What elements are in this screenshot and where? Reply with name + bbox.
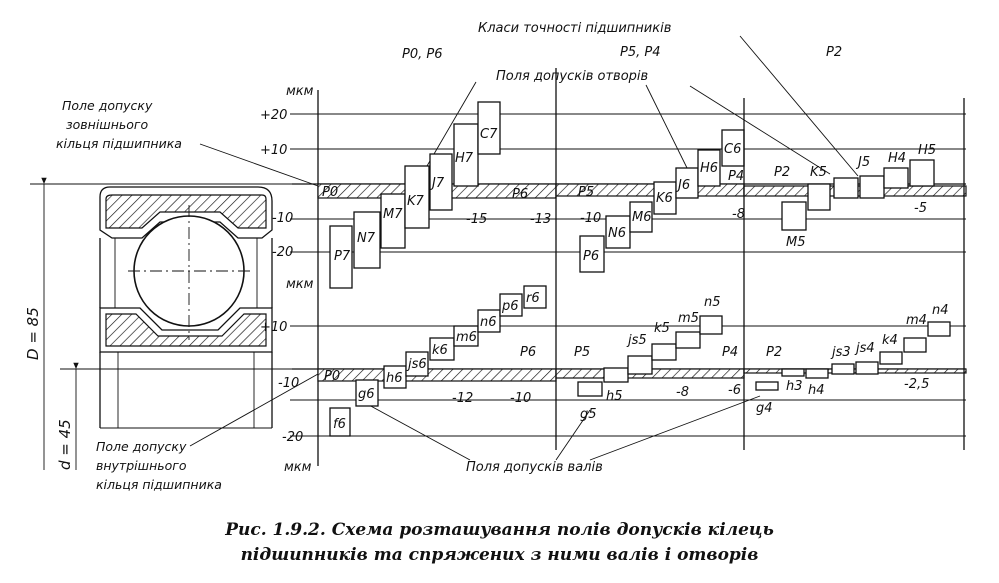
field-js5: js5 xyxy=(626,333,647,348)
field-M7: M7 xyxy=(383,207,403,222)
field-n5: n5 xyxy=(704,295,721,310)
field-n6: n6 xyxy=(480,315,497,330)
field-N6: N6 xyxy=(608,226,626,241)
dev-top-15: -15 xyxy=(466,212,487,227)
outer-ring-note-3: кільця підшипника xyxy=(56,136,182,151)
top-axis-unit: мкм xyxy=(286,84,314,99)
bottom-tick-plus10: +10 xyxy=(260,320,287,335)
band-label-p4: P4 xyxy=(728,169,744,184)
field-r6: r6 xyxy=(526,291,540,306)
field-P2-label: P2 xyxy=(774,165,790,180)
dev-bottom-25: -2,5 xyxy=(904,377,929,392)
bearing-drawing xyxy=(30,183,330,429)
top-tick-minus10: -10 xyxy=(272,211,293,226)
dev-bottom-8: -8 xyxy=(676,385,689,400)
dev-top-10: -10 xyxy=(580,211,601,226)
field-J7: J7 xyxy=(429,176,445,191)
field-N7: N7 xyxy=(357,231,376,246)
inner-label-p4: P4 xyxy=(722,345,738,360)
bottom-axis-unit-top: мкм xyxy=(286,277,314,292)
dev-bottom-10: -10 xyxy=(510,391,531,406)
field-js3: js3 xyxy=(830,345,851,360)
outer-ring-hatch xyxy=(105,194,267,229)
field-M6: M6 xyxy=(632,210,652,225)
outer-diameter-label: D = 85 xyxy=(24,307,42,360)
top-tick-plus10: +10 xyxy=(260,143,287,158)
field-C7: C7 xyxy=(480,127,498,142)
field-p6: p6 xyxy=(501,299,519,314)
holes-chart: мкм +20 +10 -10 -20 P0 P6 P5 P4 -15 -13 … xyxy=(260,84,967,290)
field-m5: m5 xyxy=(678,311,699,326)
field-H4: H4 xyxy=(888,151,906,166)
inner-label-p2: P2 xyxy=(766,345,782,360)
field-P7: P7 xyxy=(334,249,351,264)
inner-ring-note-1: Поле допуску xyxy=(96,439,187,454)
field-h4: h4 xyxy=(808,383,825,398)
inner-label-p0: P0 xyxy=(324,369,340,384)
field-g4: g4 xyxy=(756,401,773,416)
inner-label-p5: P5 xyxy=(574,345,590,360)
shafts-fields-title: Поля допусків валів xyxy=(466,460,603,475)
figure-caption-line-2: підшипників та спряжених з ними валів і … xyxy=(240,545,759,565)
inner-ring-note-2: внутрішнього xyxy=(96,458,187,473)
band-label-p0: P0 xyxy=(322,185,338,200)
field-js4: js4 xyxy=(854,341,875,356)
dev-top-5: -5 xyxy=(914,201,927,216)
field-M5: M5 xyxy=(786,235,806,250)
figure-caption-line-1: Рис. 1.9.2. Схема розташування полів доп… xyxy=(225,520,774,540)
band-label-p6: P6 xyxy=(512,187,528,202)
field-g5: g5 xyxy=(580,407,597,422)
dimensions: D = 85 d = 45 xyxy=(24,177,79,470)
top-tick-plus20: +20 xyxy=(260,108,287,123)
band-label-p5: P5 xyxy=(578,185,594,200)
field-P6: P6 xyxy=(583,249,599,264)
bottom-axis-unit-bottom: мкм xyxy=(284,460,312,475)
holes-fields-title: Поля допусків отворів xyxy=(496,69,648,84)
field-J6: J6 xyxy=(675,178,690,193)
outer-ring-note-1: Поле допуску xyxy=(62,98,153,113)
field-h5: h5 xyxy=(606,389,623,404)
field-js6: js6 xyxy=(406,357,427,372)
inner-ring xyxy=(99,307,273,353)
field-C6: C6 xyxy=(724,142,741,157)
inner-label-p6: P6 xyxy=(520,345,536,360)
field-n4: n4 xyxy=(932,303,949,318)
field-H7: H7 xyxy=(455,151,474,166)
field-g6: g6 xyxy=(358,387,375,402)
inner-band-p0 xyxy=(317,368,557,382)
field-k4: k4 xyxy=(882,333,898,348)
field-h6: h6 xyxy=(386,371,403,386)
field-J5: J5 xyxy=(855,155,870,170)
field-h3: h3 xyxy=(786,379,803,394)
field-f6: f6 xyxy=(333,417,346,432)
inner-band-p2 xyxy=(743,368,967,374)
dev-top-13: -13 xyxy=(530,212,551,227)
inner-ring-hatch xyxy=(105,313,267,347)
class-p5p4-label: P5, P4 xyxy=(620,45,661,60)
field-k5: k5 xyxy=(654,321,670,336)
class-p0p6-label: P0, P6 xyxy=(402,47,443,62)
outer-ring xyxy=(99,186,273,239)
field-m6: m6 xyxy=(456,330,477,345)
class-p2-label: P2 xyxy=(826,45,842,60)
outer-ring-note-2: зовнішнього xyxy=(66,117,148,132)
field-m4: m4 xyxy=(906,313,927,328)
top-tick-minus20: -20 xyxy=(272,245,293,260)
field-H5: H5 xyxy=(918,143,936,158)
shafts-chart: мкм мкм +10 -10 -20 P0 P6 P5 P4 P2 -12 -… xyxy=(260,277,967,475)
bottom-tick-minus20: -20 xyxy=(282,430,303,445)
field-k6: k6 xyxy=(432,343,448,358)
field-K5: K5 xyxy=(810,165,827,180)
inner-ring-note-3: кільця підшипника xyxy=(96,477,222,492)
dev-bottom-6: -6 xyxy=(728,383,741,398)
dev-top-8: -8 xyxy=(732,207,745,222)
field-K6: K6 xyxy=(656,191,673,206)
dev-bottom-12: -12 xyxy=(452,391,473,406)
inner-diameter-label: d = 45 xyxy=(56,419,74,470)
classes-title: Класи точності підшипників xyxy=(478,21,671,36)
field-H6: H6 xyxy=(700,161,718,176)
bottom-tick-minus10: -10 xyxy=(278,376,299,391)
field-K7: K7 xyxy=(407,194,425,209)
